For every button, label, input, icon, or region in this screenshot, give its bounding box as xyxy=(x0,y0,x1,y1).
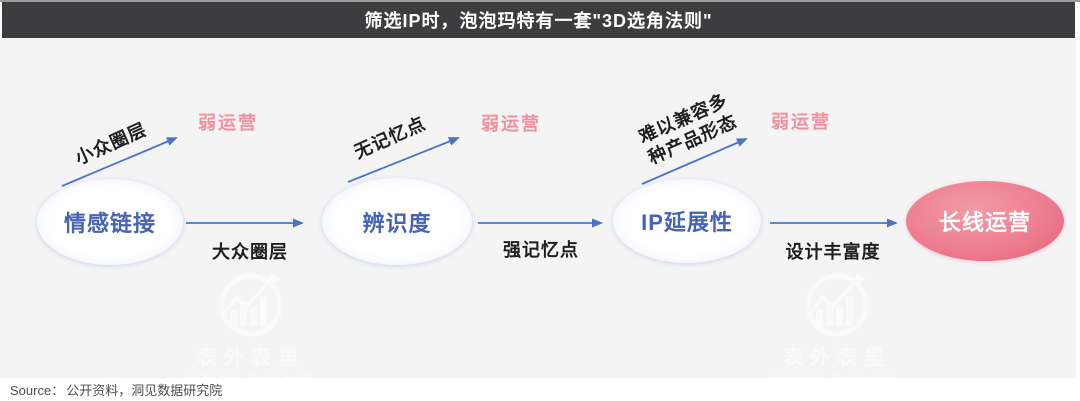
node-ip-extensibility: IP延展性 xyxy=(613,179,761,263)
top-edge-divider xyxy=(0,0,1080,2)
node-label: 长线运营 xyxy=(938,210,1031,235)
pass-label-2: 强记忆点 xyxy=(503,240,579,260)
diagram-canvas: 表外表里 VISION FINANCE 表外表里 VISION FINANCE xyxy=(0,38,1076,383)
source-text: 公开资料，洞见数据研究院 xyxy=(66,383,223,398)
fail-arrow-1 xyxy=(61,137,178,187)
node-label: 辨识度 xyxy=(362,210,432,236)
title-bar: 筛选IP时，泡泡玛特有一套"3D选角法则" xyxy=(2,2,1075,38)
node-long-term-operation: 长线运营 xyxy=(906,181,1064,261)
node-label: IP延展性 xyxy=(641,210,733,235)
source-line: Source：公开资料，洞见数据研究院 xyxy=(10,380,224,399)
pass-label-3: 设计丰富度 xyxy=(785,242,881,262)
node-emotional-connection: 情感链接 xyxy=(37,179,183,265)
page-title: 筛选IP时，泡泡玛特有一套"3D选角法则" xyxy=(364,11,713,31)
node-label: 情感链接 xyxy=(63,211,156,236)
flow-arrows xyxy=(61,137,898,228)
fail-result-3: 弱运营 xyxy=(771,112,831,132)
fail-arrow-3 xyxy=(641,138,748,185)
node-recognition: 辨识度 xyxy=(322,178,472,265)
fail-result-2: 弱运营 xyxy=(481,114,541,134)
fail-result-1: 弱运营 xyxy=(198,113,258,133)
fail-arrow-2 xyxy=(347,137,460,183)
pass-label-1: 大众圈层 xyxy=(212,242,288,262)
source-prefix: Source： xyxy=(10,383,65,398)
